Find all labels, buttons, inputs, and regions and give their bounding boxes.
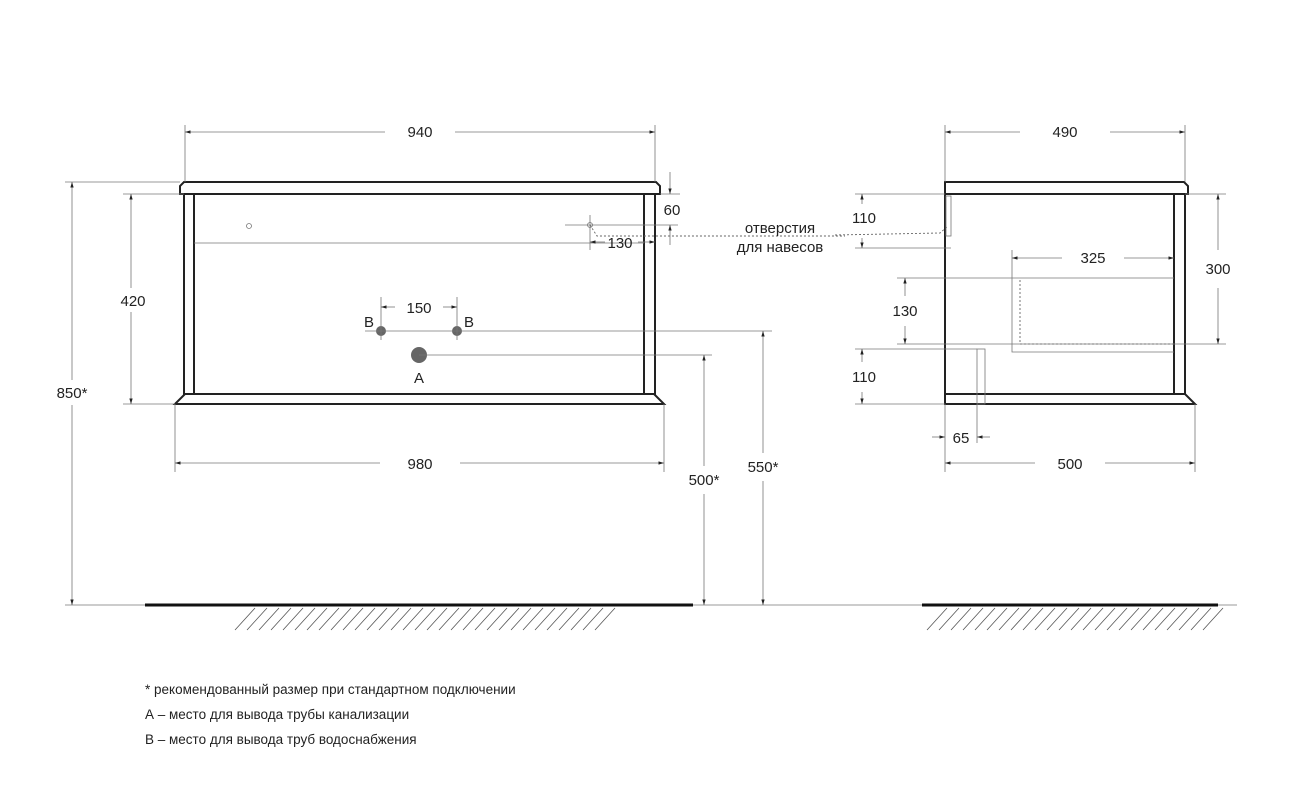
- floor-hatch-line: [546, 607, 568, 631]
- dim-depth-bottom: 500: [1057, 456, 1082, 473]
- floor-hatch-line: [950, 607, 972, 631]
- floor-hatch-line: [1022, 607, 1044, 631]
- hanger-hole-left: [246, 223, 252, 229]
- front-dimensions: 940 850* 420 60 130 150 B B A 980 500* 5…: [57, 124, 779, 605]
- floor-hatch-line: [378, 607, 400, 631]
- floor-hatch-line: [1142, 607, 1164, 631]
- dim-drain-height: 500*: [689, 472, 720, 489]
- floor-hatch-line: [522, 607, 544, 631]
- floor-hatch-line: [1094, 607, 1116, 631]
- hanger-note-line2: для навесов: [737, 239, 824, 256]
- floor-hatch-line: [582, 607, 604, 631]
- floor-hatch-line: [510, 607, 532, 631]
- floor-hatch-line: [354, 607, 376, 631]
- dim-cutout-bottom: 110: [852, 369, 876, 386]
- floor-hatch-line: [962, 607, 984, 631]
- floor-hatch-line: [1082, 607, 1104, 631]
- floor-hatch-line: [498, 607, 520, 631]
- footnote-a: А – место для вывода трубы канализации: [145, 707, 409, 722]
- floor-hatch-line: [438, 607, 460, 631]
- footnote-b: В – место для вывода труб водоснабжения: [145, 732, 417, 747]
- floor-hatch-line: [1070, 607, 1092, 631]
- floor-hatch-line: [342, 607, 364, 631]
- dim-width-bottom: 980: [407, 456, 432, 473]
- floor-hatch-line: [974, 607, 996, 631]
- floor-hatch-line: [1190, 607, 1212, 631]
- floor-hatch-line: [998, 607, 1020, 631]
- floor-hatch-line: [318, 607, 340, 631]
- floor-hatch-line: [938, 607, 960, 631]
- dim-supply-height: 550*: [748, 459, 779, 476]
- floor-hatch-line: [1202, 607, 1224, 631]
- dim-hanger-side: 130: [607, 235, 632, 252]
- side-view-cabinet: [944, 181, 1198, 405]
- dim-depth-top: 490: [1052, 124, 1077, 141]
- floor-hatch-line: [1118, 607, 1140, 631]
- floor-hatch-line: [1178, 607, 1200, 631]
- floor-hatch-line: [270, 607, 292, 631]
- floor-hatch-line: [534, 607, 556, 631]
- dim-hanger-top: 60: [664, 202, 681, 219]
- dim-hanger-height: 110: [852, 210, 876, 227]
- floor-hatch-line: [474, 607, 496, 631]
- dim-height-total: 850*: [57, 385, 88, 402]
- floor-hatch-line: [1034, 607, 1056, 631]
- floor-hatch-line: [234, 607, 256, 631]
- label-b-right: B: [464, 314, 474, 331]
- hanger-note-line1: отверстия: [745, 220, 815, 237]
- floor-hatch-line: [1046, 607, 1068, 631]
- footnote-recommended: * рекомендованный размер при стандартном…: [145, 682, 516, 697]
- front-view-cabinet: [172, 181, 678, 405]
- pipe: [976, 348, 986, 405]
- floor-hatch-line: [558, 607, 580, 631]
- floor-hatch-line: [426, 607, 448, 631]
- floor-hatch-line: [1010, 607, 1032, 631]
- floor-hatch-line: [1058, 607, 1080, 631]
- floor-hatch-line: [294, 607, 316, 631]
- floor-hatch-line: [258, 607, 280, 631]
- floor-hatch-line: [390, 607, 412, 631]
- floor-hatch-line: [462, 607, 484, 631]
- floor-hatch-line: [926, 607, 948, 631]
- floor-hatch-line: [414, 607, 436, 631]
- dim-cutout-top: 300: [1205, 261, 1230, 278]
- floor-hatch-line: [330, 607, 352, 631]
- floor-hatch-line: [402, 607, 424, 631]
- dim-width-top: 940: [407, 124, 432, 141]
- label-b-left: B: [364, 314, 374, 331]
- floor-hatch-line: [1106, 607, 1128, 631]
- floor-hatch-line: [1166, 607, 1188, 631]
- dim-supply-spacing: 150: [406, 300, 431, 317]
- dim-cutout-height: 130: [892, 303, 917, 320]
- floor-hatch-line: [306, 607, 328, 631]
- floor-hatch-line: [594, 607, 616, 631]
- floor-hatch-line: [986, 607, 1008, 631]
- label-a: A: [414, 370, 424, 387]
- floor-hatch-line: [246, 607, 268, 631]
- floor-hatch-line: [570, 607, 592, 631]
- floor-hatch-line: [450, 607, 472, 631]
- dim-cutout-depth: 325: [1080, 250, 1105, 267]
- dim-pipe-offset: 65: [953, 430, 970, 447]
- floor-hatch-line: [1154, 607, 1176, 631]
- dim-height-body: 420: [120, 293, 145, 310]
- floor-hatch-line: [282, 607, 304, 631]
- floor-hatch-line: [486, 607, 508, 631]
- side-dimensions: 490 110 130 110 325 300 65 500: [852, 124, 1230, 473]
- floor-hatch-line: [1130, 607, 1152, 631]
- floor: [65, 603, 1237, 631]
- floor-hatch-line: [366, 607, 388, 631]
